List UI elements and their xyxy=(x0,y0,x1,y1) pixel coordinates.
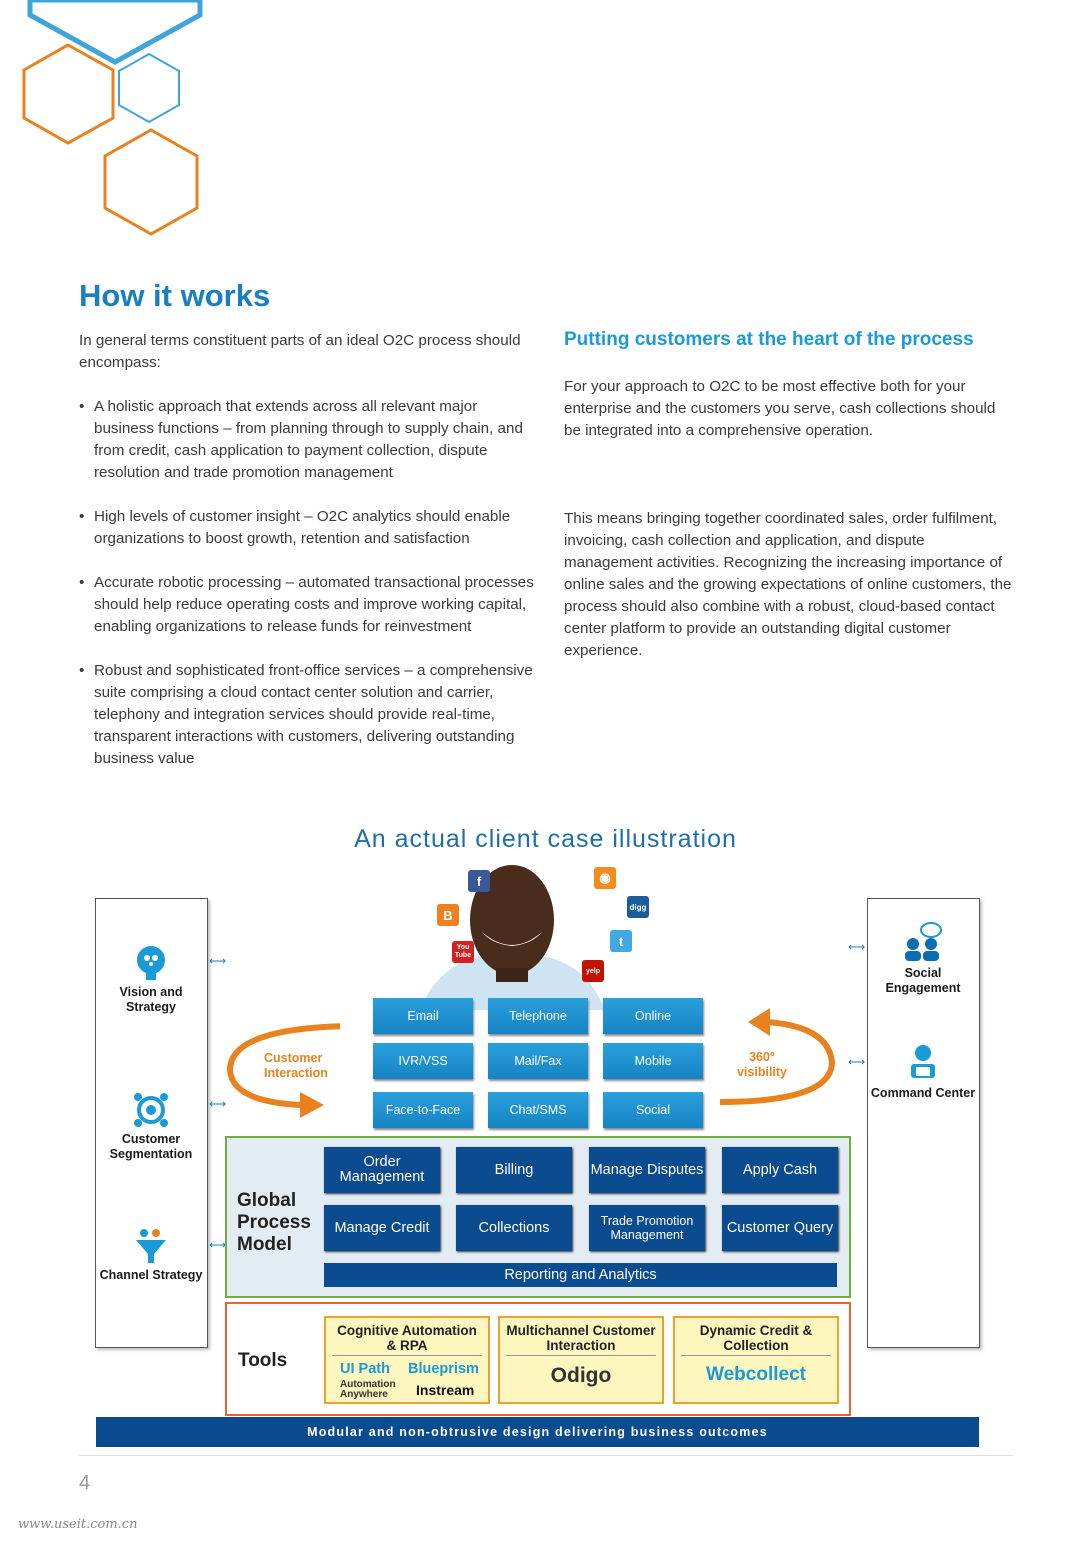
page-title: How it works xyxy=(79,278,271,313)
odigo-label: Odigo xyxy=(550,1364,612,1387)
divider xyxy=(79,1455,1013,1456)
link-arrow-icon: ⟷ xyxy=(209,954,227,968)
people-chat-icon xyxy=(905,922,942,961)
link-arrow-icon: ⟷ xyxy=(209,1238,227,1252)
channel-mobile: Mobile xyxy=(603,1043,703,1079)
head-icon xyxy=(137,946,165,980)
list-item: •A holistic approach that extends across… xyxy=(79,398,523,481)
vision-strategy-item: Vision and Strategy xyxy=(96,945,206,1015)
bullet-marker: • xyxy=(79,574,85,591)
gpm-apply-cash: Apply Cash xyxy=(722,1147,838,1193)
channel-online: Online xyxy=(603,998,703,1034)
webcollect-label: Webcollect xyxy=(706,1364,806,1385)
intro-text: In general terms constituent parts of an… xyxy=(79,332,521,371)
rss-icon: ◉ xyxy=(594,867,616,889)
operator-icon xyxy=(911,1045,935,1078)
gpm-customer-query: Customer Query xyxy=(722,1205,838,1251)
tool-card-header: Dynamic Credit & Collection xyxy=(681,1323,831,1356)
tool-card-credit: Dynamic Credit & Collection Webcollect xyxy=(673,1316,839,1404)
tool-card-header: Multichannel Customer Interaction xyxy=(506,1323,656,1356)
gpm-collections: Collections xyxy=(456,1205,572,1251)
right-side-panel xyxy=(867,898,980,1348)
list-item: •Accurate robotic processing – automated… xyxy=(79,574,534,635)
bullet-marker: • xyxy=(79,508,85,525)
left-column: In general terms constituent parts of an… xyxy=(79,330,534,792)
customer-portrait-image xyxy=(420,865,605,1010)
blueprism-label: Blueprism xyxy=(408,1361,479,1377)
channel-strategy-item: Channel Strategy xyxy=(96,1228,206,1283)
list-item: •Robust and sophisticated front-office s… xyxy=(79,662,533,767)
instream-label: Instream xyxy=(416,1382,475,1398)
gpm-manage-disputes: Manage Disputes xyxy=(589,1147,705,1193)
bullet-marker: • xyxy=(79,662,85,679)
blogger-icon: B xyxy=(437,904,459,926)
hexagon-decoration xyxy=(22,0,203,236)
list-item: •High levels of customer insight – O2C a… xyxy=(79,508,511,547)
channel-email: Email xyxy=(373,998,473,1034)
funnel-icon xyxy=(136,1229,166,1263)
gpm-billing: Billing xyxy=(456,1147,572,1193)
yelp-icon: yelp xyxy=(582,960,604,982)
channel-chat-sms: Chat/SMS xyxy=(488,1092,588,1128)
tools-title: Tools xyxy=(238,1350,288,1371)
gpm-manage-credit: Manage Credit xyxy=(324,1205,440,1251)
link-arrow-icon: ⟷ xyxy=(848,940,866,954)
right-column: Putting customers at the heart of the pr… xyxy=(564,328,1014,662)
uipath-label: UI Path xyxy=(340,1361,390,1377)
customer-interaction-label: Customer Interaction xyxy=(264,1051,328,1080)
link-arrow-icon: ⟷ xyxy=(848,1055,866,1069)
bullet-list: •A holistic approach that extends across… xyxy=(79,396,534,770)
channel-mail-fax: Mail/Fax xyxy=(488,1043,588,1079)
curve-arrow-right xyxy=(720,1008,836,1105)
channel-social: Social xyxy=(603,1092,703,1128)
tool-card-header: Cognitive Automation & RPA xyxy=(332,1323,482,1356)
gpm-title: Global Process Model xyxy=(237,1190,311,1255)
bullet-marker: • xyxy=(79,398,85,415)
social-engagement-item: Social Engagement xyxy=(868,922,978,996)
facebook-icon: f xyxy=(468,870,490,892)
gpm-trade-promotion-management: Trade Promotion Management xyxy=(589,1205,705,1251)
youtube-icon: You Tube xyxy=(452,941,474,963)
command-center-item: Command Center xyxy=(868,1042,978,1101)
channel-ivr-vss: IVR/VSS xyxy=(373,1043,473,1079)
page-number: 4 xyxy=(79,1472,91,1494)
channel-face-to-face: Face-to-Face xyxy=(373,1092,473,1128)
automation-anywhere-label: Automation Anywhere xyxy=(340,1379,396,1400)
tool-card-rpa: Cognitive Automation & RPA UI Path Bluep… xyxy=(324,1316,490,1404)
channel-telephone: Telephone xyxy=(488,998,588,1034)
diagram-title: An actual client case illustration xyxy=(354,825,737,853)
paragraph: This means bringing together coordinated… xyxy=(564,510,1012,659)
section-subheading: Putting customers at the heart of the pr… xyxy=(564,329,974,350)
twitter-icon: t xyxy=(610,930,632,952)
link-arrow-icon: ⟷ xyxy=(209,1097,227,1111)
target-group-icon xyxy=(134,1093,168,1127)
360-visibility-label: 360° visibility xyxy=(736,1050,788,1079)
curve-arrow-left xyxy=(226,1023,340,1118)
footer-bar: Modular and non-obtrusive design deliver… xyxy=(96,1417,979,1447)
watermark: www.useit.com.cn xyxy=(18,1517,138,1532)
paragraph: For your approach to O2C to be most effe… xyxy=(564,378,996,439)
customer-segmentation-item: Customer Segmentation xyxy=(96,1092,206,1162)
reporting-analytics-bar: Reporting and Analytics xyxy=(324,1263,837,1287)
tool-card-multichannel: Multichannel Customer Interaction Odigo xyxy=(498,1316,664,1404)
gpm-order-management: Order Management xyxy=(324,1147,440,1193)
digg-icon: digg xyxy=(627,896,649,918)
